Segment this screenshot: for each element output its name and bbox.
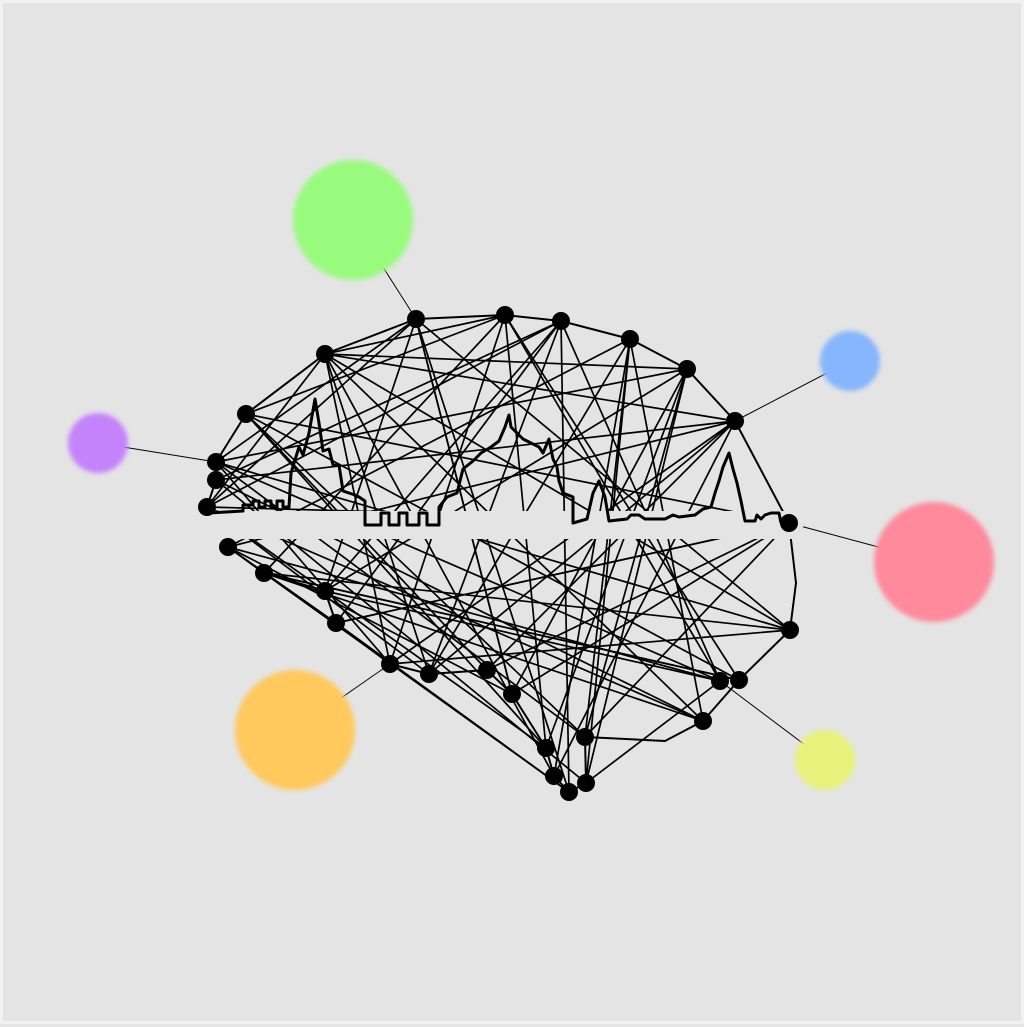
purple-bubble xyxy=(68,413,128,473)
network-edge xyxy=(215,318,417,463)
skyline-gap xyxy=(203,511,803,539)
network-nodes xyxy=(198,306,799,801)
network-edge xyxy=(206,353,326,508)
network-node xyxy=(316,582,334,600)
network-edge xyxy=(335,622,570,793)
network-edge xyxy=(215,420,736,481)
network-edge xyxy=(415,318,791,631)
network-node xyxy=(780,514,798,532)
network-edge xyxy=(335,320,562,624)
network-edge xyxy=(486,522,790,671)
network-node xyxy=(711,672,729,690)
network-edge xyxy=(215,320,562,481)
network-edge xyxy=(585,680,721,784)
network-node xyxy=(503,685,521,703)
network-edge xyxy=(324,353,791,631)
network-node xyxy=(420,665,438,683)
network-edge xyxy=(245,413,740,681)
network-edge xyxy=(324,368,688,592)
network-edge xyxy=(560,320,721,682)
colored-bubbles xyxy=(68,160,994,790)
network-edge xyxy=(389,420,736,665)
network-node xyxy=(781,621,799,639)
brain-network-illustration xyxy=(68,160,994,801)
green-bubble xyxy=(293,160,413,280)
network-edge xyxy=(206,506,547,749)
network-edge xyxy=(215,461,391,665)
bubble-connector-lines xyxy=(97,219,935,761)
yellow-bubble xyxy=(795,730,855,790)
network-node xyxy=(316,345,334,363)
network-edge xyxy=(245,353,326,415)
network-edge xyxy=(227,546,513,695)
network-edge xyxy=(324,314,506,355)
network-edge xyxy=(215,461,791,631)
network-edge xyxy=(553,420,736,777)
network-node xyxy=(237,405,255,423)
network-node xyxy=(198,498,216,516)
network-node xyxy=(381,655,399,673)
network-edge xyxy=(584,368,688,738)
network-node xyxy=(552,312,570,330)
network-node xyxy=(726,412,744,430)
network-node xyxy=(730,671,748,689)
network-node xyxy=(255,564,273,582)
network-node xyxy=(207,453,225,471)
network-edge xyxy=(324,353,555,777)
network-node xyxy=(576,728,594,746)
network-node xyxy=(407,310,425,328)
network-node xyxy=(478,661,496,679)
network-edge xyxy=(560,320,570,793)
skyline-path xyxy=(208,397,783,527)
network-node xyxy=(207,471,225,489)
network-edge xyxy=(428,420,736,675)
network-edge xyxy=(263,572,791,631)
network-edge xyxy=(245,413,586,738)
network-node xyxy=(545,767,563,785)
network-edge xyxy=(324,320,562,592)
network-edge xyxy=(324,590,721,682)
network-edge xyxy=(227,546,337,624)
network-edge xyxy=(324,353,736,422)
network-edge xyxy=(585,338,631,784)
city-skyline-silhouette xyxy=(208,397,783,527)
network-edge xyxy=(504,314,740,681)
network-node xyxy=(577,774,595,792)
network-edge xyxy=(245,413,547,749)
network-node xyxy=(694,712,712,730)
network-edge xyxy=(215,368,688,463)
network-node xyxy=(496,306,514,324)
orange-bubble xyxy=(235,670,355,790)
network-node xyxy=(537,739,555,757)
network-node xyxy=(678,360,696,378)
blue-bubble xyxy=(820,331,880,391)
network-edge xyxy=(428,338,631,675)
network-edge xyxy=(511,522,790,695)
network-node xyxy=(621,330,639,348)
network-node xyxy=(219,538,237,556)
network-node xyxy=(560,783,578,801)
network-edge xyxy=(227,546,721,682)
network-edge xyxy=(263,572,740,681)
network-edge xyxy=(585,368,688,784)
network-edge xyxy=(324,318,417,592)
red-bubble xyxy=(874,502,994,622)
network-node xyxy=(327,614,345,632)
network-edge xyxy=(584,522,790,738)
network-edge xyxy=(245,314,506,415)
